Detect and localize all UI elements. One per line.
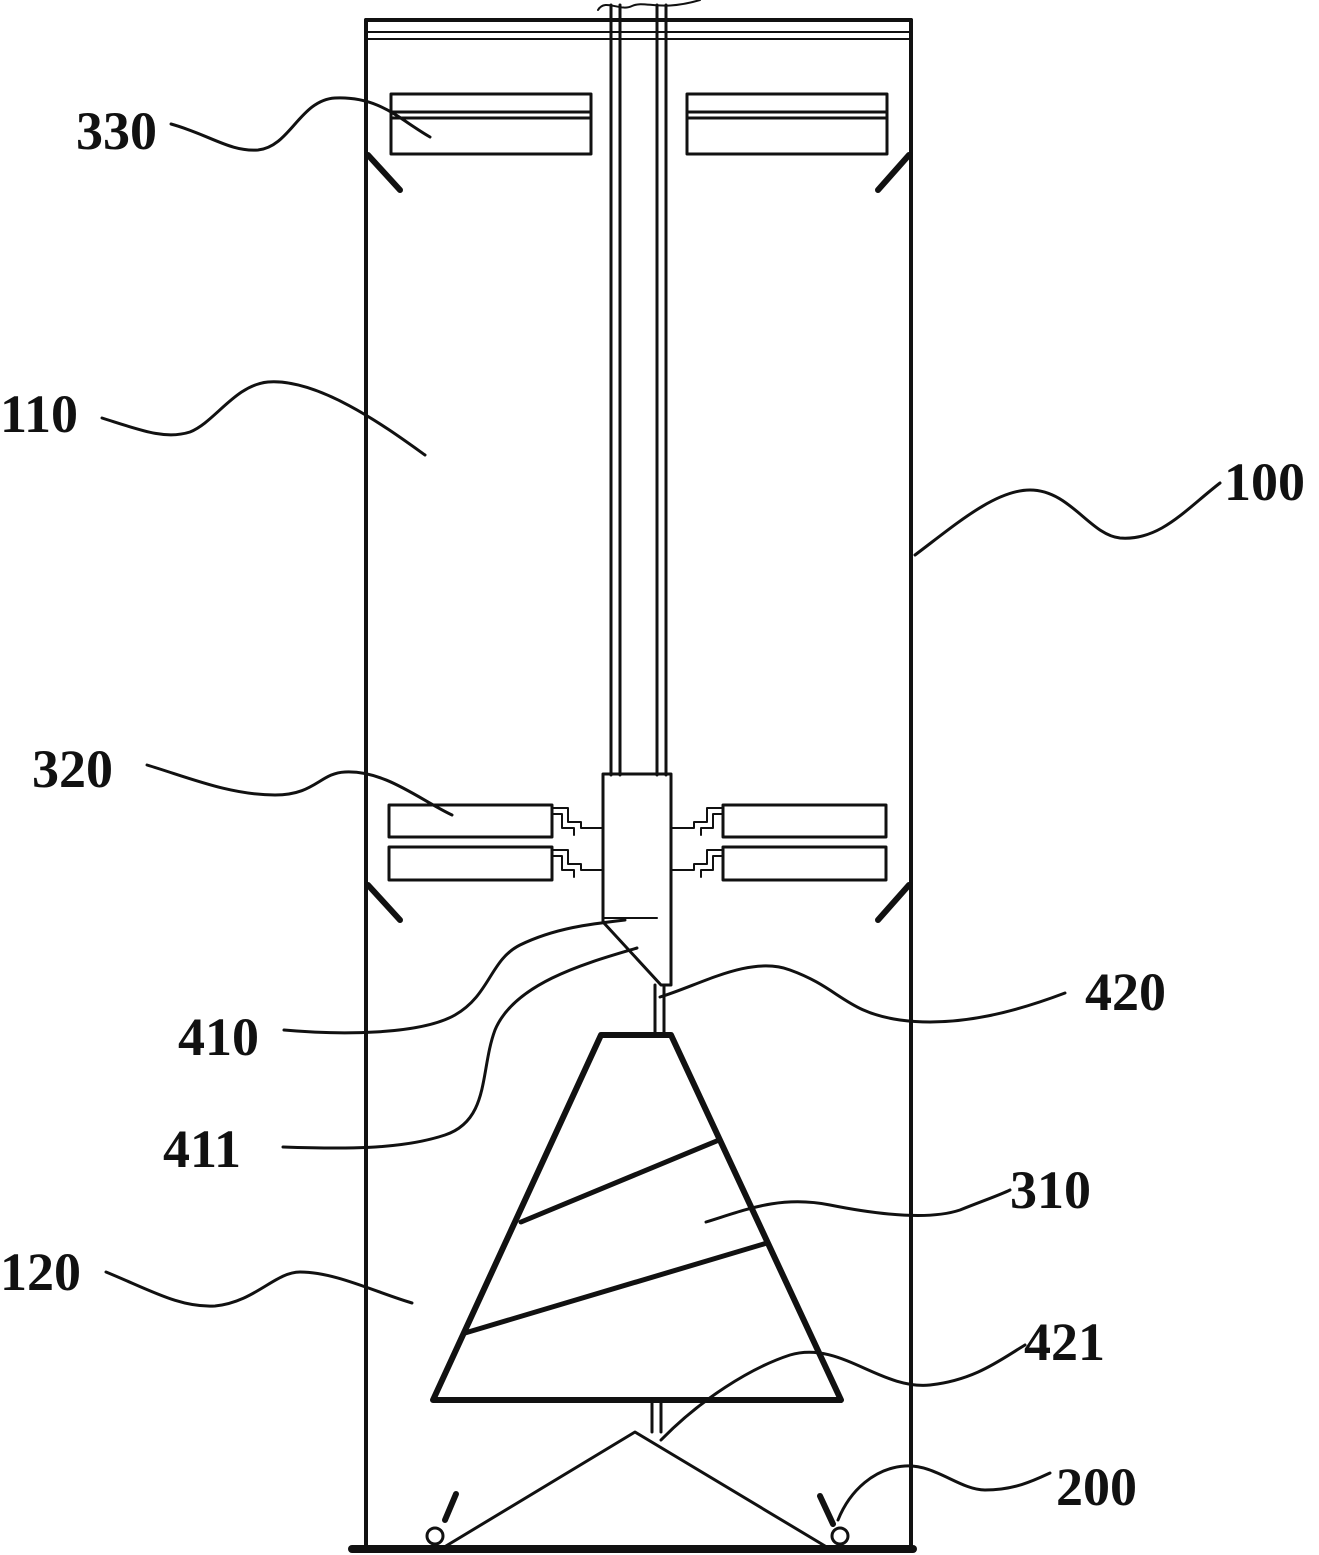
label-420: 420 [1085, 962, 1166, 1022]
paddle-connectors [551, 807, 724, 878]
connecting-rod [653, 983, 666, 1037]
label-100: 100 [1224, 452, 1305, 512]
conical-auger [430, 1032, 844, 1403]
label-320: 320 [32, 739, 113, 799]
bottom-deflector [439, 1430, 832, 1551]
lower-rod [650, 1398, 663, 1434]
hub-block [601, 772, 673, 987]
label-410: 410 [178, 1007, 259, 1067]
middle-paddles [387, 803, 888, 882]
wall-baffles [365, 152, 912, 923]
label-310: 310 [1010, 1160, 1091, 1220]
container-body [364, 18, 913, 1550]
auger-helix-lines [462, 1137, 770, 1336]
label-330: 330 [76, 101, 157, 161]
label-110: 110 [0, 384, 78, 444]
upper-paddles [389, 92, 889, 156]
label-120: 120 [0, 1242, 81, 1302]
central-shaft [597, 0, 701, 777]
discharge-nozzles [425, 1491, 850, 1546]
leader-lines [100, 96, 1222, 1522]
reference-labels: 330 110 100 320 410 420 411 310 120 421 … [0, 101, 1305, 1517]
label-411: 411 [163, 1119, 241, 1179]
label-200: 200 [1056, 1457, 1137, 1517]
label-421: 421 [1024, 1312, 1105, 1372]
